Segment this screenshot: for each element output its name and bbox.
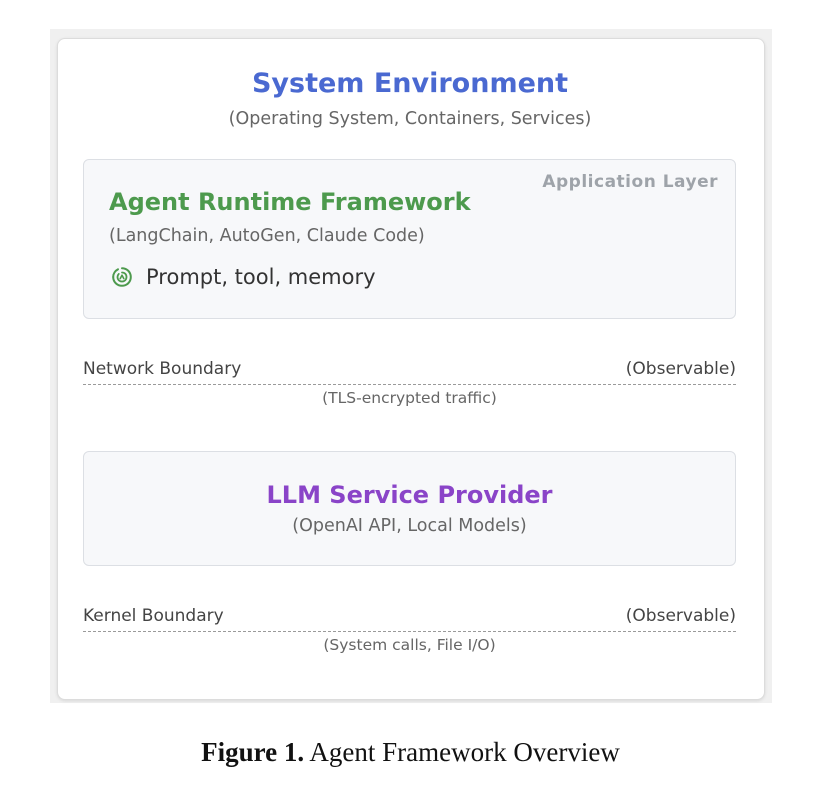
llm-service-subtitle: (OpenAI API, Local Models) bbox=[292, 516, 527, 536]
kernel-boundary-label: Kernel Boundary bbox=[83, 606, 224, 626]
network-boundary-label: Network Boundary bbox=[83, 359, 242, 379]
figure-caption-label: Figure 1. bbox=[201, 737, 305, 767]
kernel-boundary: Kernel Boundary (Observable) bbox=[83, 606, 736, 626]
application-layer-label: Application Layer bbox=[542, 172, 718, 192]
system-environment-title: System Environment bbox=[251, 68, 569, 99]
agent-runtime-title: Agent Runtime Framework bbox=[109, 188, 471, 216]
kernel-boundary-note: (System calls, File I/O) bbox=[323, 636, 496, 654]
agent-runtime-feature: Prompt, tool, memory bbox=[110, 263, 376, 291]
figure-caption: Figure 1. Agent Framework Overview bbox=[0, 737, 821, 768]
network-boundary-status: (Observable) bbox=[625, 359, 736, 379]
openai-logo-icon bbox=[112, 267, 132, 287]
network-boundary-note: (TLS-encrypted traffic) bbox=[322, 389, 497, 407]
agent-runtime-subtitle: (LangChain, AutoGen, Claude Code) bbox=[109, 226, 425, 246]
agent-runtime-feature-text: Prompt, tool, memory bbox=[146, 265, 376, 289]
system-environment-box bbox=[57, 38, 765, 700]
system-environment-subtitle: (Operating System, Containers, Services) bbox=[228, 109, 592, 129]
agent-runtime-box bbox=[83, 159, 736, 319]
llm-service-title: LLM Service Provider bbox=[266, 481, 553, 509]
network-boundary: Network Boundary (Observable) bbox=[83, 359, 736, 379]
figure-caption-text: Agent Framework Overview bbox=[309, 737, 620, 767]
kernel-boundary-status: (Observable) bbox=[625, 606, 736, 626]
kernel-boundary-line bbox=[83, 631, 736, 632]
llm-service-box bbox=[83, 451, 736, 566]
network-boundary-line bbox=[83, 384, 736, 385]
